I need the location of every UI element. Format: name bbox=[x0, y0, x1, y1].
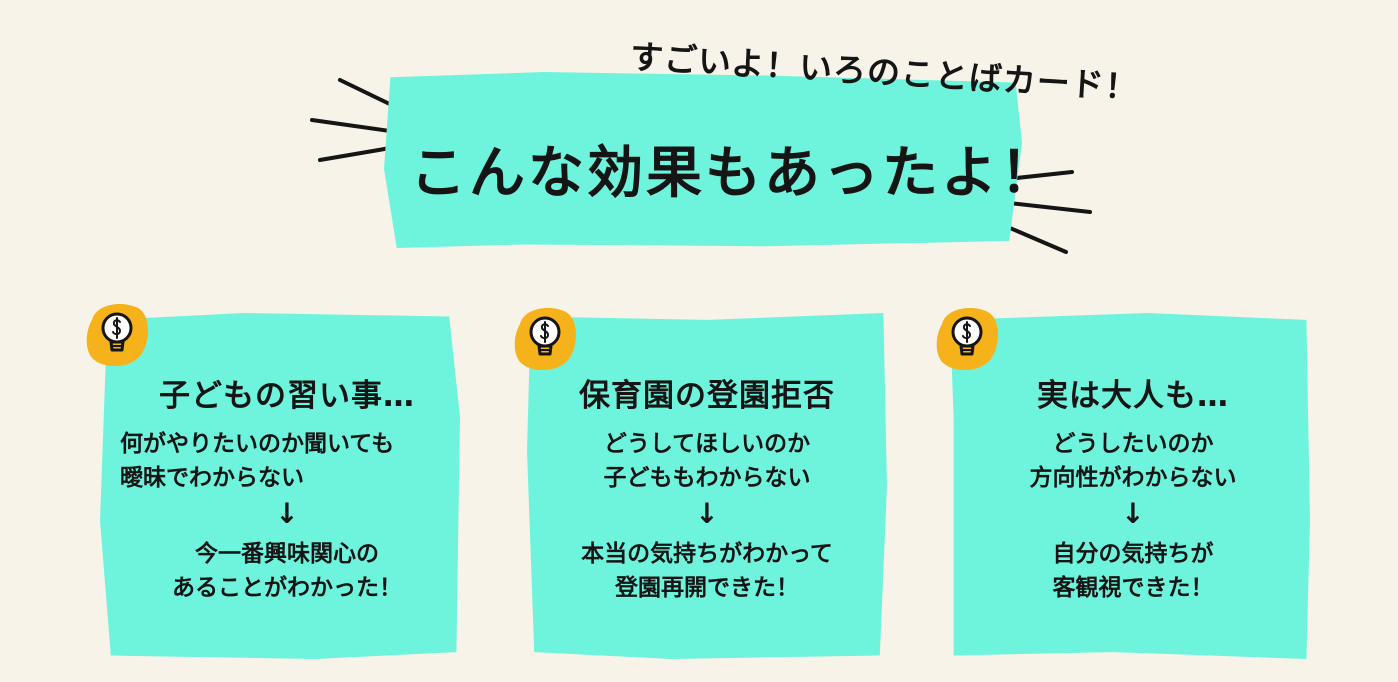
card-after-text: 今一番興味関心の あることがわかった！ bbox=[172, 541, 402, 601]
effect-card-2 bbox=[527, 313, 887, 659]
down-arrow-icon: ↓ bbox=[695, 497, 719, 530]
down-arrow-icon: ↓ bbox=[1121, 497, 1145, 530]
card-heading: 子どもの習い事… bbox=[159, 378, 415, 414]
card-before-text: どうしてほしいのか 子どももわからない bbox=[603, 431, 811, 491]
card-after-text: 本当の気持ちがわかって 登園再開できた！ bbox=[581, 541, 833, 601]
card-before-text: 何がやりたいのか聞いても 曖昧でわからない bbox=[120, 431, 395, 491]
effect-card-1 bbox=[100, 313, 460, 659]
effect-card-2-content: 保育園の登園拒否 どうしてほしいのか 子どももわからない ↓ 本当の気持ちがわか… bbox=[532, 370, 882, 605]
lightbulb-icon bbox=[86, 304, 148, 367]
effect-card-1-content: 子どもの習い事… 何がやりたいのか聞いても 曖昧でわからない ↓ 今一番興味関心… bbox=[112, 370, 462, 605]
effect-card-3 bbox=[950, 313, 1310, 659]
card-after-text: 自分の気持ちが 客観視できた！ bbox=[1052, 541, 1214, 601]
card-heading: 保育園の登園拒否 bbox=[579, 378, 835, 414]
title-banner bbox=[384, 72, 1022, 248]
lightbulb-icon bbox=[514, 308, 576, 371]
card-heading: 実は大人も… bbox=[1037, 378, 1229, 414]
lightbulb-icon bbox=[936, 308, 998, 371]
effect-card-3-content: 実は大人も… どうしたいのか 方向性がわからない ↓ 自分の気持ちが 客観視でき… bbox=[958, 370, 1308, 605]
card-before-text: どうしたいのか 方向性がわからない bbox=[1029, 431, 1237, 491]
down-arrow-icon: ↓ bbox=[275, 497, 299, 530]
page-title: こんな効果もあったよ！ bbox=[410, 141, 1059, 206]
